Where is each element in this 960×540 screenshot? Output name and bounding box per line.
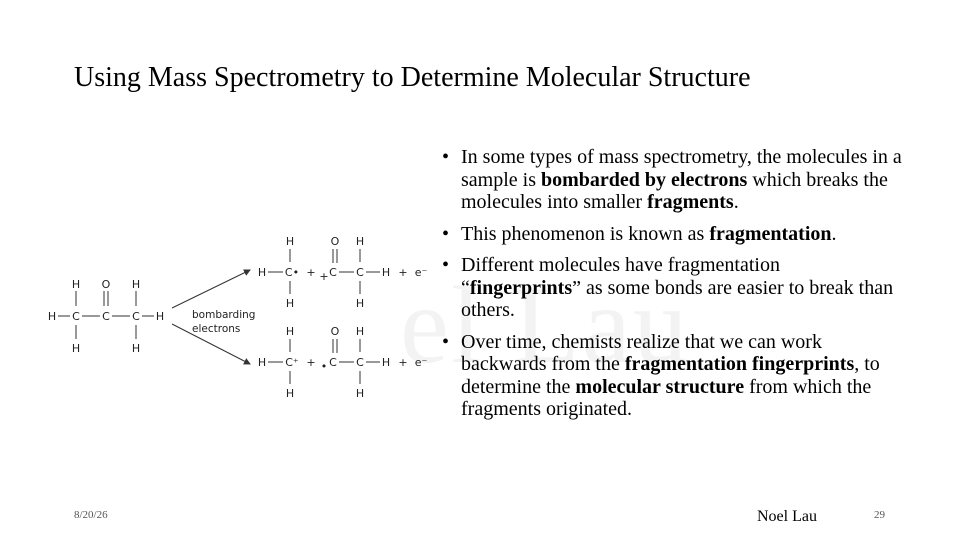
arrow-lower bbox=[171, 323, 251, 365]
atom-h: H bbox=[356, 387, 364, 400]
plus-sign: + bbox=[306, 356, 315, 369]
atom-c-radical: C• bbox=[285, 266, 299, 279]
text-run: . bbox=[733, 191, 739, 213]
atom-c-cation: C⁺ bbox=[285, 356, 299, 369]
text-run-bold: fingerprints bbox=[469, 276, 573, 299]
atom-h: H bbox=[72, 278, 80, 291]
atom-o: O bbox=[102, 278, 111, 291]
atom-h: H bbox=[132, 278, 140, 291]
footer-author: Noel Lau bbox=[757, 508, 817, 525]
parent-molecule: H O H H C C C H H H bbox=[48, 278, 164, 355]
atom-c: C bbox=[356, 356, 364, 369]
atom-h: H bbox=[356, 235, 364, 248]
bullet-item: Different molecules have fragmentation “… bbox=[442, 254, 902, 322]
atom-o: O bbox=[331, 325, 340, 338]
atom-c: C bbox=[72, 310, 80, 323]
atom-h: H bbox=[286, 325, 294, 338]
text-run: , to determine the bbox=[461, 353, 880, 398]
atom-o: O bbox=[331, 235, 340, 248]
atom-h: H bbox=[258, 266, 266, 279]
text-run-bold: fragmentation fingerprints bbox=[624, 353, 855, 375]
atom-h: H bbox=[382, 266, 390, 279]
atom-c: C bbox=[329, 356, 337, 369]
bullet-item: This phenomenon is known as fragmentatio… bbox=[442, 223, 902, 246]
text-run: . bbox=[831, 222, 837, 245]
atom-c: C bbox=[132, 310, 140, 323]
atom-h: H bbox=[286, 387, 294, 400]
electron: e⁻ bbox=[415, 266, 428, 279]
atom-h: H bbox=[72, 342, 80, 355]
atom-h: H bbox=[132, 342, 140, 355]
text-run-bold: fragmentation bbox=[709, 222, 832, 245]
radical-dot: • bbox=[321, 360, 328, 373]
text-run: ” as some bonds are easier to break than… bbox=[461, 276, 894, 322]
text-run-bold: fragments bbox=[647, 191, 734, 213]
text-run-bold: molecular structure bbox=[575, 375, 745, 398]
atom-h: H bbox=[356, 297, 364, 310]
text-run: This phenomenon is known as bbox=[461, 222, 710, 245]
atom-h: H bbox=[258, 356, 266, 369]
plus-sign: + bbox=[306, 266, 315, 279]
text-run: which breaks the molecules into smaller bbox=[461, 168, 888, 214]
text-run: Over time, chemists realize that we can … bbox=[461, 330, 822, 376]
text-run: from which the fragments originated. bbox=[461, 375, 872, 421]
footer-date: 8/20/26 bbox=[74, 509, 108, 521]
plus-sign: + bbox=[398, 356, 407, 369]
slide-number: 29 bbox=[874, 509, 885, 521]
atom-c: C bbox=[329, 266, 337, 279]
atom-c: C bbox=[356, 266, 364, 279]
bullet-list: In some types of mass spectrometry, the … bbox=[442, 146, 902, 430]
atom-h: H bbox=[156, 310, 164, 323]
text-run: Different molecules have fragmentation “ bbox=[461, 254, 780, 299]
atom-h: H bbox=[286, 297, 294, 310]
atom-h: H bbox=[382, 356, 390, 369]
bombarding-label: bombarding bbox=[192, 309, 255, 321]
atom-c: C bbox=[102, 310, 110, 323]
atom-h: H bbox=[286, 235, 294, 248]
slide-title: Using Mass Spectrometry to Determine Mol… bbox=[74, 62, 751, 93]
charge-plus: + bbox=[319, 270, 328, 283]
fragmentation-diagram: H O H H C C C H H H bombarding electrons… bbox=[48, 235, 428, 400]
electron: e⁻ bbox=[415, 356, 428, 369]
atom-h: H bbox=[356, 325, 364, 338]
atom-h: H bbox=[48, 310, 56, 323]
electrons-label: electrons bbox=[192, 323, 240, 335]
products-lower: H H C⁺ H + • C O H C H H + e⁻ bbox=[258, 325, 428, 400]
plus-sign: + bbox=[398, 266, 407, 279]
bullet-item: Over time, chemists realize that we can … bbox=[442, 331, 902, 421]
text-run-bold: bombarded by electrons bbox=[541, 168, 748, 191]
bullet-item: In some types of mass spectrometry, the … bbox=[442, 146, 902, 214]
arrow-upper bbox=[171, 269, 251, 309]
text-run: In some types of mass spectrometry, the … bbox=[461, 146, 902, 191]
products-upper: H H C• H + + C O H C H H + e⁻ bbox=[258, 235, 428, 310]
